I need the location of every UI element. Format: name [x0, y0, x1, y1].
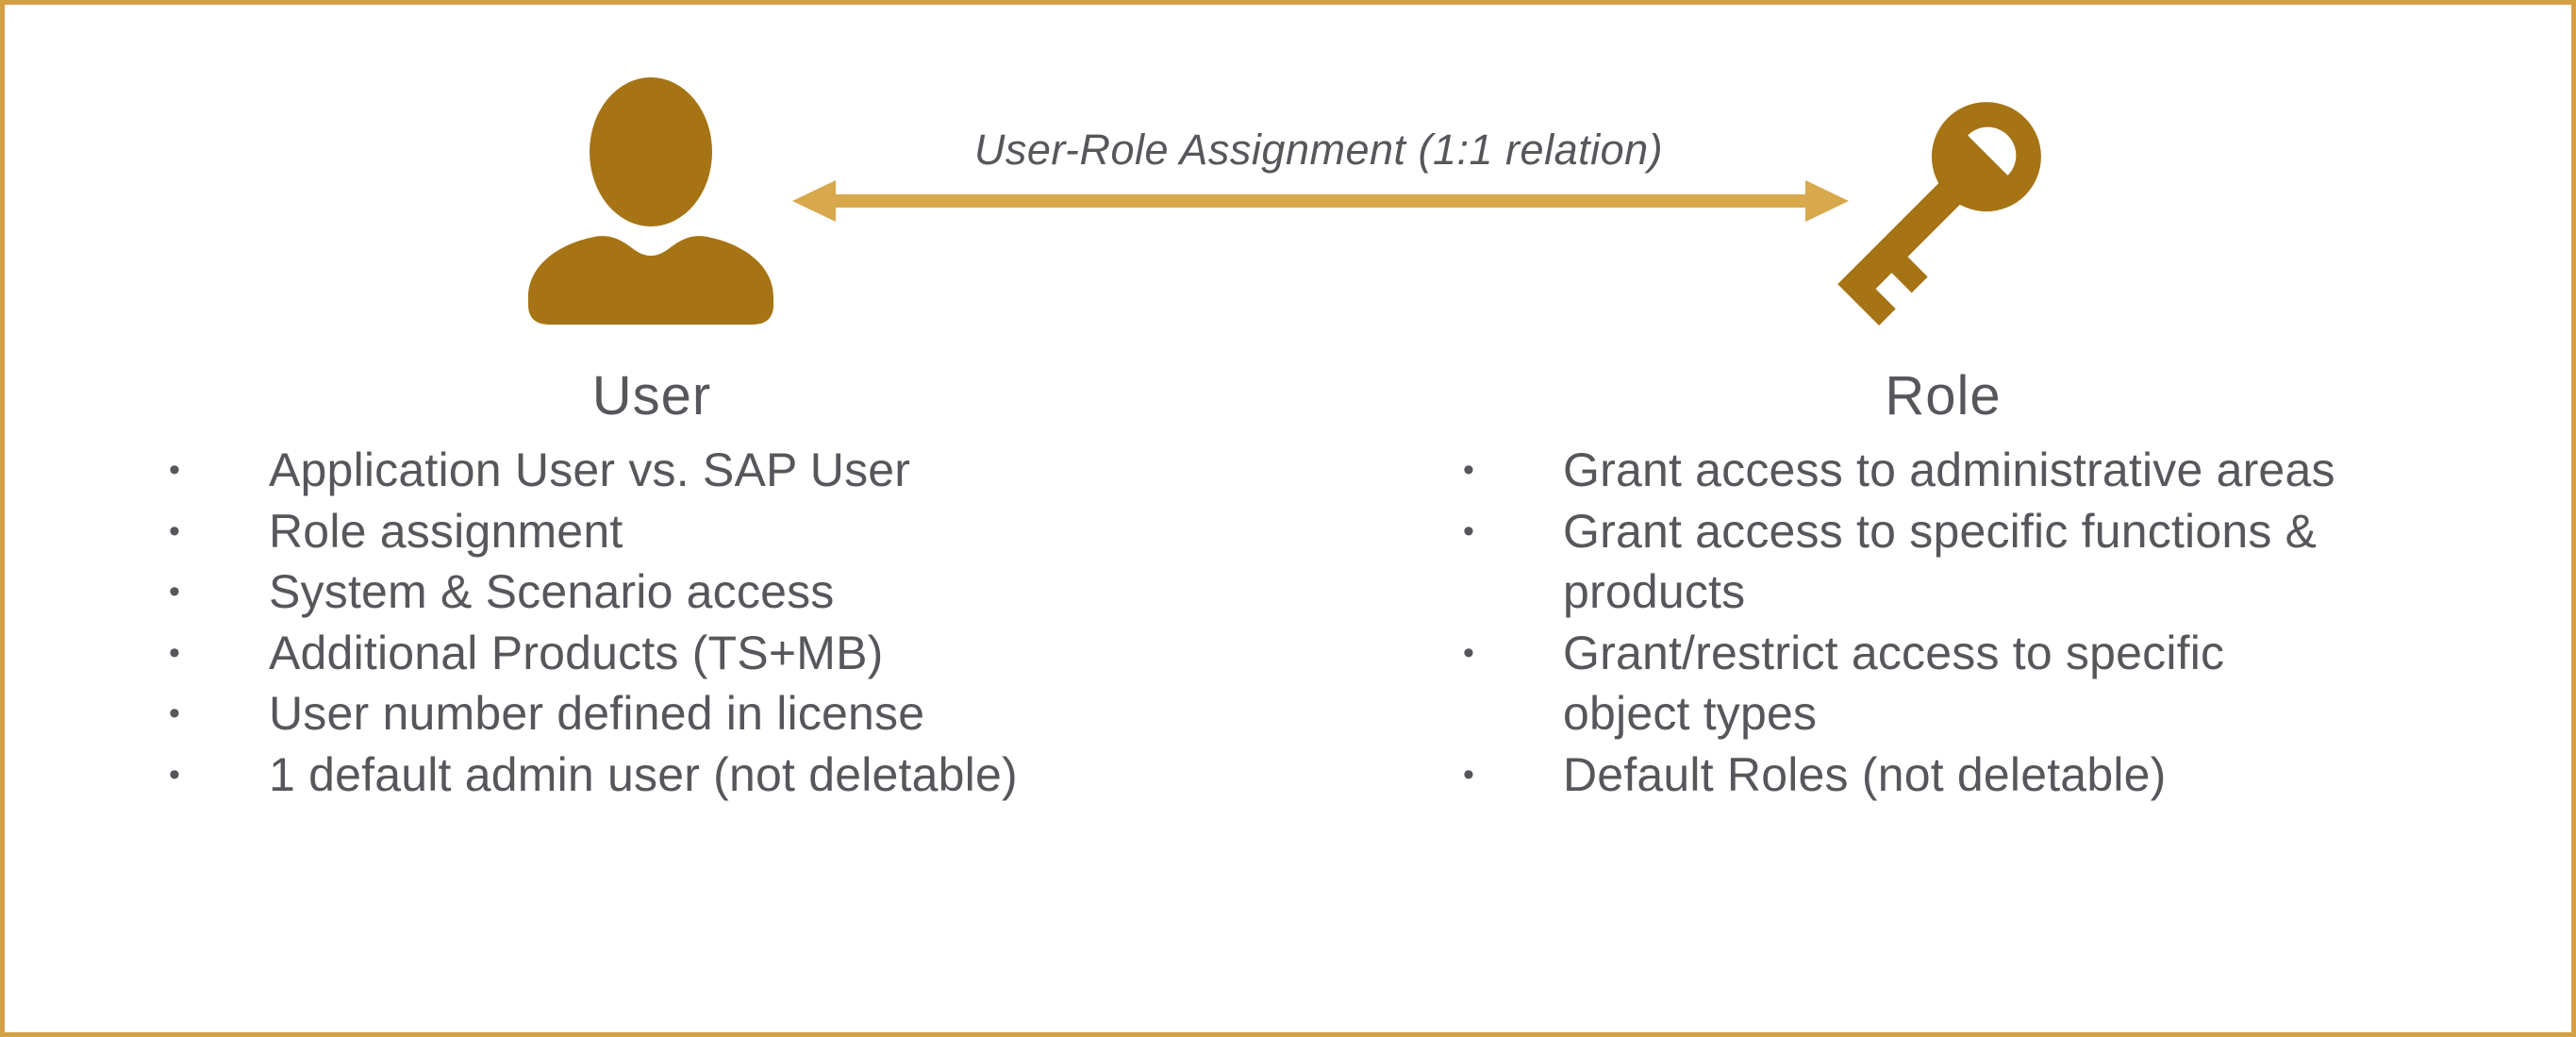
list-item-text: 1 default admin user (not deletable)	[269, 747, 1018, 801]
bullet-icon: •	[169, 574, 181, 610]
bullet-icon: •	[169, 452, 181, 488]
list-item-text: Application User vs. SAP User	[269, 443, 911, 497]
user-icon	[528, 77, 773, 325]
list-item: • Default Roles (not deletable)	[1450, 744, 2468, 806]
list-item-continuation: products	[1450, 561, 2468, 623]
list-item-text: Grant/restrict access to specific	[1563, 626, 2225, 679]
relation-label: User-Role Assignment (1:1 relation)	[973, 125, 1664, 174]
list-item-text: Default Roles (not deletable)	[1563, 747, 2167, 801]
list-item: • 1 default admin user (not deletable)	[156, 744, 1193, 806]
list-item-text: Additional Products (TS+MB)	[269, 626, 884, 679]
list-item-text: Role assignment	[269, 504, 623, 558]
relation-arrow	[792, 180, 1849, 222]
list-item: • Grant access to specific functions &	[1450, 501, 2468, 562]
list-item: • System & Scenario access	[156, 561, 1193, 623]
key-icon	[1837, 102, 2041, 326]
bullet-icon: •	[1463, 756, 1475, 793]
bullet-icon: •	[1463, 452, 1475, 488]
list-item-text: Grant access to administrative areas	[1563, 443, 2335, 497]
bullet-icon: •	[169, 695, 181, 731]
user-title: User	[591, 365, 712, 427]
bullet-icon: •	[169, 756, 181, 793]
bullet-icon: •	[169, 512, 181, 549]
list-item: • User number defined in license	[156, 683, 1193, 744]
list-item: • Grant access to administrative areas	[1450, 440, 2468, 501]
bullet-icon: •	[1463, 512, 1475, 549]
list-item: • Role assignment	[156, 501, 1193, 562]
role-title: Role	[1885, 365, 2002, 427]
list-item: • Additional Products (TS+MB)	[156, 623, 1193, 684]
role-bullet-list: • Grant access to administrative areas •…	[1450, 440, 2468, 805]
list-item-text: object types	[1563, 687, 1818, 741]
list-item-text: System & Scenario access	[269, 565, 835, 619]
bullet-icon: •	[169, 634, 181, 671]
list-item: • Application User vs. SAP User	[156, 440, 1193, 501]
list-item: • Grant/restrict access to specific	[1450, 623, 2468, 684]
list-item-text: Grant access to specific functions &	[1563, 504, 2318, 558]
bullet-icon: •	[1463, 634, 1475, 671]
list-item-continuation: object types	[1450, 683, 2468, 744]
list-item-text: products	[1563, 565, 1746, 619]
user-bullet-list: • Application User vs. SAP User • Role a…	[156, 440, 1193, 805]
list-item-text: User number defined in license	[269, 687, 925, 741]
